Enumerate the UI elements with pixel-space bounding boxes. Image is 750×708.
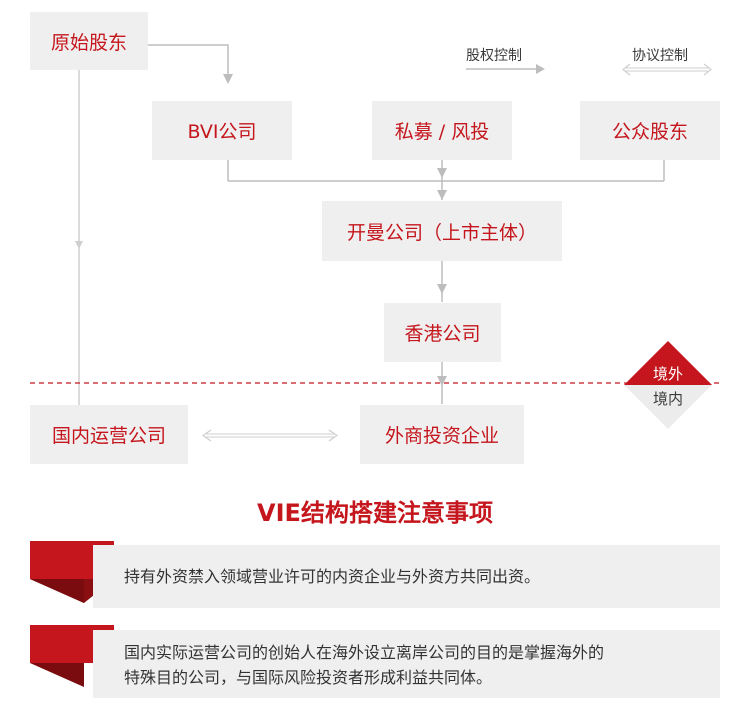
boundary-diamond-top [624, 341, 712, 385]
note-1-line-1: 持有外资禁入领域营业许可的内资企业与外资方共同出资。 [124, 567, 541, 586]
node-wfoe: 外商投资企业 [360, 405, 524, 464]
agreement-arrow-left [201, 429, 212, 442]
node-domestic-operating-company: 国内运营公司 [30, 405, 188, 464]
agreement-arrow-right [328, 429, 339, 442]
legend-agreement-control: 协议控制 [632, 48, 688, 64]
arrowhead-cayman [437, 190, 447, 200]
legend-equity-control: 股权控制 [466, 48, 522, 64]
arrowhead-hk [437, 284, 447, 294]
arrowhead-wfoe [437, 376, 447, 386]
arrowhead-pe [437, 168, 447, 178]
equity-line-owner-bvi [148, 44, 229, 82]
node-cayman-company: 开曼公司（上市主体） [322, 201, 562, 261]
boundary-onshore-label: 境内 [653, 390, 684, 408]
note-2-line-2: 特殊目的公司，与国际风险投资者形成利益共同体。 [124, 668, 493, 687]
node-original-shareholders: 原始股东 [30, 12, 148, 70]
arrowhead-bvi [223, 74, 233, 84]
note-2: 国内实际运营公司的创始人在海外设立离岸公司的目的是掌握海外的 特殊目的公司，与国… [93, 630, 720, 698]
node-private-equity: 私募 / 风投 [372, 101, 512, 160]
arrowhead-left [75, 241, 83, 249]
note-2-line-1: 国内实际运营公司的创始人在海外设立离岸公司的目的是掌握海外的 [124, 643, 605, 662]
boundary-offshore-label: 境外 [653, 365, 684, 383]
node-bvi-company: BVI公司 [152, 101, 292, 160]
section-title: VIE结构搭建注意事项 [257, 499, 493, 527]
note-1: 持有外资禁入领域营业许可的内资企业与外资方共同出资。 [93, 545, 720, 608]
node-public-shareholders: 公众股东 [580, 101, 720, 160]
node-hk-company: 香港公司 [384, 303, 501, 362]
